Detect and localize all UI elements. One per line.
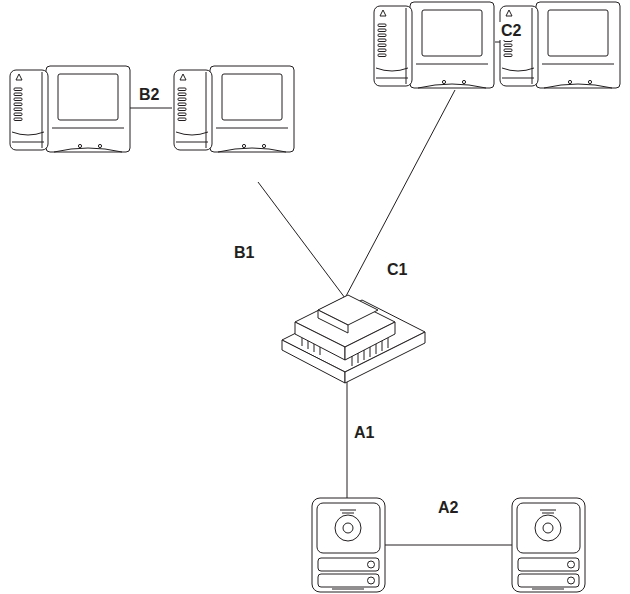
wire-label: A1: [352, 424, 376, 442]
wire-label: A2: [436, 499, 460, 517]
video-monitor: [10, 66, 130, 152]
wire: [130, 42, 537, 545]
wire-a2: [385, 545, 512, 546]
wire-label: C1: [385, 261, 409, 279]
wire-a1: [347, 382, 348, 500]
wire-b1: [258, 182, 345, 298]
wire-c1: [345, 90, 455, 298]
video-monitor: [174, 66, 294, 152]
wire-b2: [130, 108, 172, 109]
video-monitor: [374, 2, 494, 88]
distributor-module: [282, 295, 425, 383]
video-monitor: [500, 2, 620, 88]
wire-label: B2: [137, 86, 161, 104]
wire-label: C2: [499, 22, 523, 40]
wire-label: B1: [232, 244, 256, 262]
door-station: [512, 498, 585, 592]
door-station: [312, 498, 385, 592]
